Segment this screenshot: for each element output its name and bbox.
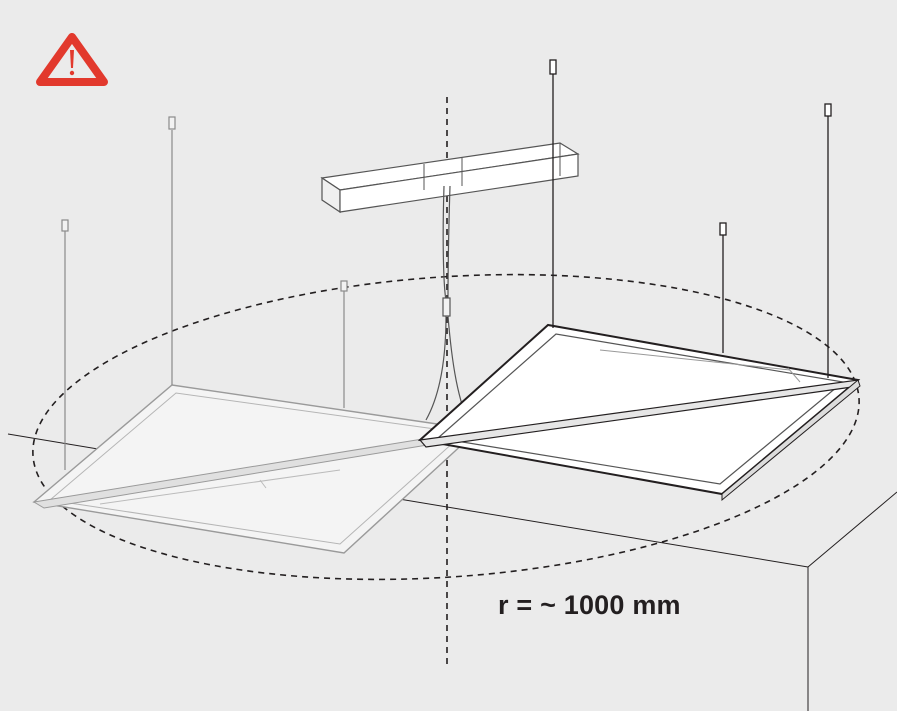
rotation-radius-ellipse — [32, 273, 860, 581]
radius-label: r = ~ 1000 mm — [498, 590, 681, 620]
panel-main — [417, 323, 861, 502]
power-cable — [425, 185, 471, 427]
warning-triangle-icon — [36, 33, 108, 86]
panel-ghost — [32, 384, 480, 554]
ghost-suspension-wires — [61, 116, 348, 470]
driver-box — [320, 142, 580, 214]
suspension-wires — [549, 59, 832, 378]
